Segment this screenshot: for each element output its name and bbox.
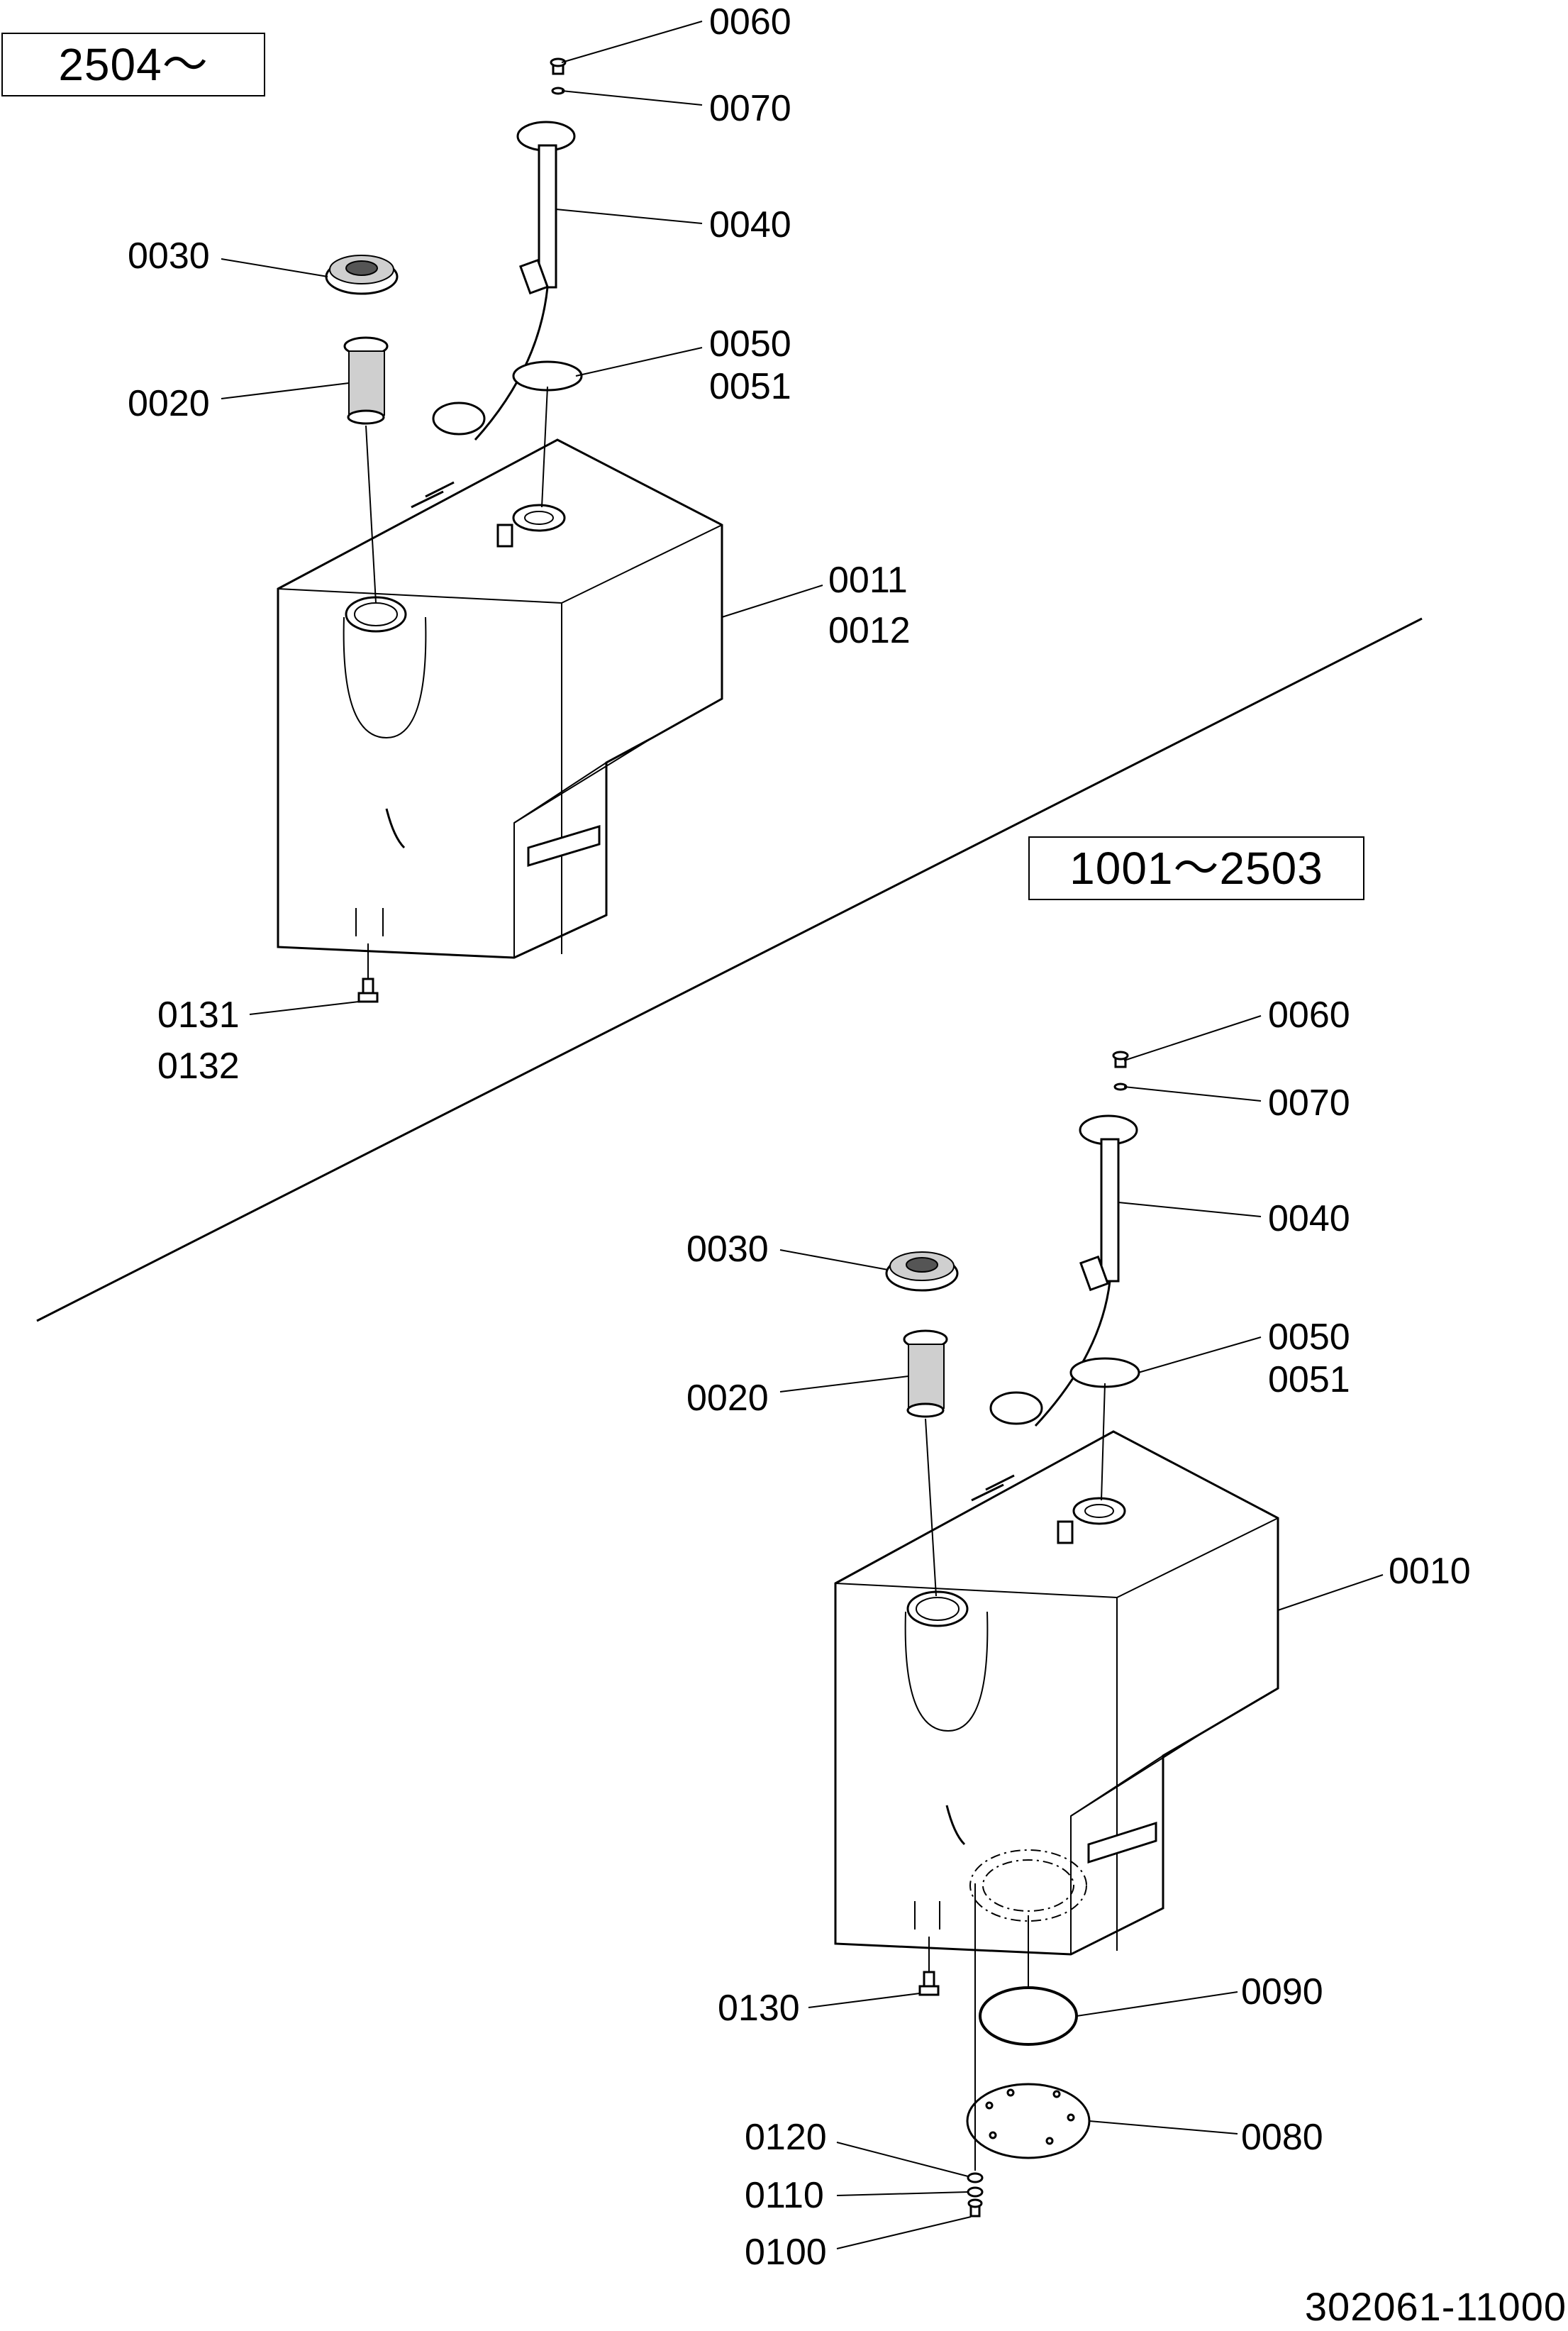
bottom-o-ring bbox=[979, 1986, 1078, 2046]
callout-bottom-0110: 0110 bbox=[745, 2175, 824, 2216]
callout-bottom-0030: 0030 bbox=[686, 1229, 769, 1270]
bottom-gauge-gasket bbox=[1069, 1357, 1140, 1388]
callout-bottom-0010: 0010 bbox=[1389, 1551, 1471, 1592]
callout-top-0131: 0131 bbox=[157, 995, 240, 1036]
callout-bottom-0080: 0080 bbox=[1241, 2117, 1323, 2158]
top-fuel-cap bbox=[325, 255, 399, 295]
callout-bottom-0050: 0050 bbox=[1268, 1317, 1350, 1358]
callout-bottom-0051: 0051 bbox=[1268, 1359, 1350, 1400]
callout-top-0060: 0060 bbox=[709, 1, 791, 43]
bottom-bolt bbox=[967, 2198, 983, 2218]
bottom-spring-washer bbox=[967, 2172, 984, 2183]
callout-top-0132: 0132 bbox=[157, 1046, 240, 1087]
bottom-assembly bbox=[834, 1051, 1279, 2218]
bottom-plain-washer bbox=[967, 2186, 984, 2198]
callout-bottom-0060: 0060 bbox=[1268, 995, 1350, 1036]
bottom-fuel-cap bbox=[885, 1251, 959, 1292]
serial-range-box-top: 2504～ bbox=[1, 33, 265, 96]
top-gauge-gasket bbox=[512, 360, 583, 392]
callout-bottom-0070: 0070 bbox=[1268, 1083, 1350, 1124]
section-divider-line bbox=[36, 617, 1423, 1322]
bottom-fuel-gauge-unit bbox=[989, 1114, 1138, 1427]
callout-bottom-0090: 0090 bbox=[1241, 1971, 1323, 2012]
top-drain-plug bbox=[357, 978, 379, 1003]
bottom-fuel-tank bbox=[834, 1430, 1279, 1956]
bottom-leader-lines bbox=[779, 1015, 1384, 2249]
callout-bottom-0040: 0040 bbox=[1268, 1198, 1350, 1239]
bottom-filler-strainer bbox=[903, 1329, 948, 1418]
top-filler-strainer bbox=[343, 336, 389, 425]
callout-top-0050: 0050 bbox=[709, 323, 791, 365]
callout-top-0020: 0020 bbox=[128, 383, 210, 424]
top-screw bbox=[550, 57, 567, 75]
top-leader-lines bbox=[221, 21, 823, 1015]
callout-top-0012: 0012 bbox=[828, 610, 911, 651]
callout-top-0040: 0040 bbox=[709, 204, 791, 245]
top-fuel-tank bbox=[277, 438, 723, 959]
bottom-cover-plate bbox=[966, 2083, 1091, 2159]
callout-top-0030: 0030 bbox=[128, 236, 210, 277]
bottom-drain-plug bbox=[918, 1971, 940, 1996]
bottom-screw bbox=[1112, 1051, 1129, 1068]
top-fuel-gauge-unit bbox=[432, 121, 576, 441]
callout-top-0011: 0011 bbox=[828, 560, 908, 601]
callout-top-0051: 0051 bbox=[709, 366, 791, 407]
callout-bottom-0120: 0120 bbox=[745, 2117, 827, 2158]
callout-bottom-0100: 0100 bbox=[745, 2232, 827, 2273]
serial-range-box-bottom: 1001～2503 bbox=[1028, 836, 1364, 900]
top-assembly bbox=[277, 57, 723, 1003]
callout-bottom-0130: 0130 bbox=[718, 1988, 800, 2029]
document-number: 302061-11000 bbox=[1304, 2284, 1567, 2329]
callout-bottom-0020: 0020 bbox=[686, 1378, 769, 1419]
callout-top-0070: 0070 bbox=[709, 88, 791, 129]
